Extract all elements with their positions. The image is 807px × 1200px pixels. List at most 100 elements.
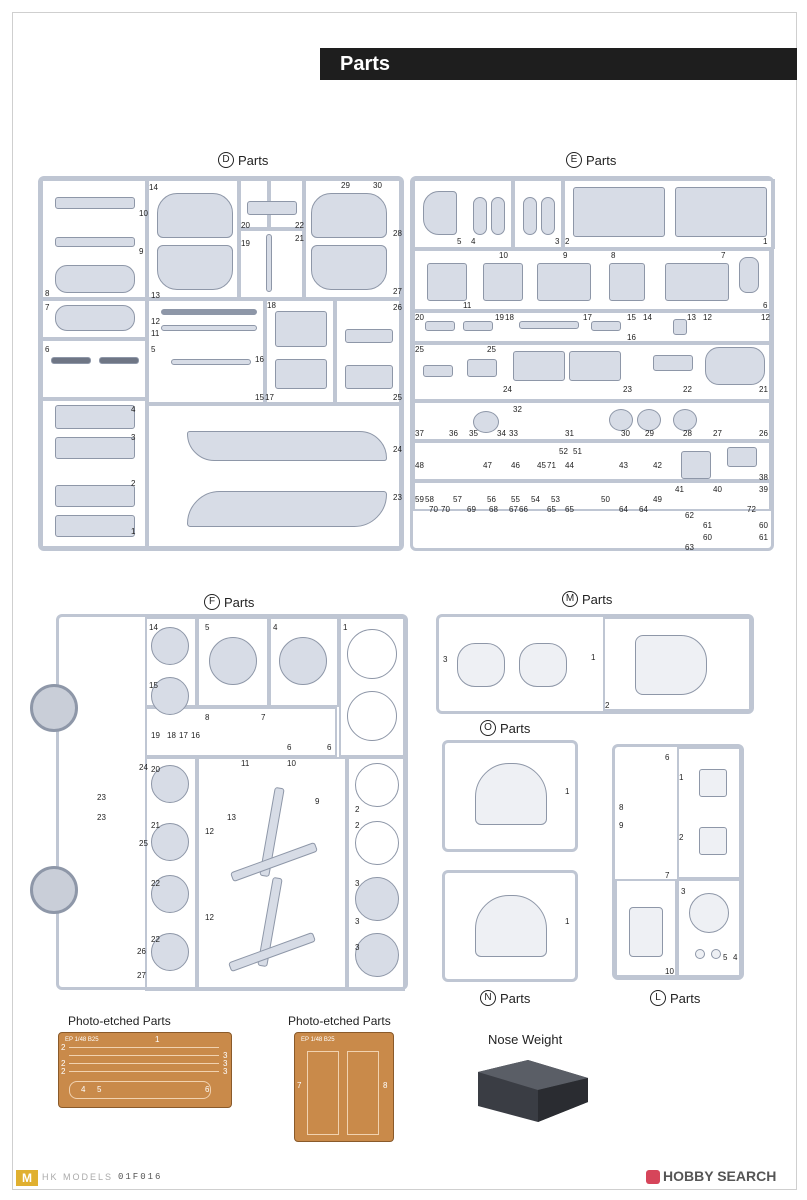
engine-cylinder-part: [151, 875, 189, 913]
part-number-label: 68: [489, 505, 498, 514]
part-number-label: 4: [733, 953, 738, 962]
tail-fin-part: [157, 245, 233, 290]
part-number-label: 9: [563, 251, 568, 260]
part-number-label: 27: [137, 971, 146, 980]
part-number-label: 25: [415, 345, 424, 354]
sprue-cell: [147, 299, 265, 404]
section-letter: D: [218, 152, 234, 168]
small-part: [467, 359, 497, 377]
section-text: Parts: [500, 990, 531, 1006]
part-number-label: 2: [355, 805, 360, 814]
sprue-cell: [269, 617, 339, 707]
section-letter: E: [566, 152, 582, 168]
clear-dome-part: [475, 895, 547, 957]
section-text: Parts: [670, 990, 701, 1006]
part-number-label: 3: [355, 943, 360, 952]
exhaust-part: [473, 197, 487, 235]
part-number-label: 12: [205, 827, 214, 836]
clear-turret-part: [689, 893, 729, 933]
sprue-cell: [347, 757, 405, 991]
part-number-label: 8: [611, 251, 616, 260]
nose-weight-side: [538, 1078, 588, 1122]
part-number-label: 1: [565, 917, 570, 926]
tail-fin-part: [311, 245, 387, 290]
part-number-label: 14: [643, 313, 652, 322]
part-number-label: 20: [241, 221, 250, 230]
exhaust-part: [523, 197, 537, 235]
panel-part: [665, 263, 729, 301]
part-number-label: 5: [457, 237, 462, 246]
section-text: Parts: [500, 720, 531, 736]
part-number-label: 64: [619, 505, 628, 514]
sprue-cell: [41, 339, 147, 399]
part-number-label: 61: [759, 533, 768, 542]
part-number-label: 13: [151, 291, 160, 300]
canopy-part: [635, 635, 707, 695]
sprue-cell: [413, 481, 771, 511]
part-number-label: 54: [531, 495, 540, 504]
part-number-label: 26: [759, 429, 768, 438]
part-number-label: 17: [583, 313, 592, 322]
part-number-label: 6: [665, 753, 670, 762]
part-number-label: 50: [601, 495, 610, 504]
rod-part: [171, 359, 251, 365]
part-number-label: 2: [61, 1059, 66, 1068]
part-number-label: 8: [205, 713, 210, 722]
part-number-label: 30: [621, 429, 630, 438]
sprue-cell: [615, 879, 677, 977]
panel-part: [727, 447, 757, 467]
part-number-label: 67: [509, 505, 518, 514]
part-number-label: 22: [683, 385, 692, 394]
wheel-part: [151, 765, 189, 803]
part-number-label: 2: [131, 479, 136, 488]
part-number-label: 27: [713, 429, 722, 438]
nacelle-part: [55, 515, 135, 537]
part-number-label: 8: [619, 803, 624, 812]
etched-strip: [69, 1047, 219, 1048]
part-number-label: 25: [139, 839, 148, 848]
round-part: [673, 409, 697, 431]
spinner-ring-part: [347, 629, 397, 679]
photo-etched-label-2: Photo-etched Parts: [288, 1014, 391, 1028]
part-number-label: 25: [487, 345, 496, 354]
part-number-label: 10: [665, 967, 674, 976]
part-number-label: 24: [393, 445, 402, 454]
engine-cylinder-part: [151, 933, 189, 971]
part-number-label: 1: [763, 237, 768, 246]
sprue-cell: [563, 179, 775, 249]
clear-panel-part: [699, 769, 727, 797]
watermark-text: HOBBY SEARCH: [663, 1168, 777, 1184]
clear-lens-part: [711, 949, 721, 959]
part-number-label: 17: [265, 393, 274, 402]
part-number-label: 59: [415, 495, 424, 504]
etched-panel: [347, 1051, 379, 1135]
part-number-label: 7: [297, 1081, 302, 1090]
engine-cylinder-part: [355, 933, 399, 977]
part-number-label: 16: [627, 333, 636, 342]
rod-part: [161, 309, 257, 315]
part-number-label: 6: [763, 301, 768, 310]
part-number-label: 23: [623, 385, 632, 394]
part-number-label: 72: [747, 505, 756, 514]
cowling-part: [55, 305, 135, 331]
cowling-part: [55, 265, 135, 293]
panel-part: [537, 263, 591, 301]
part-number-label: 3: [355, 917, 360, 926]
sprue-cell: [413, 179, 513, 249]
panel-part: [513, 351, 565, 381]
watermark: HOBBY SEARCH: [646, 1168, 777, 1185]
bulkhead-part: [483, 263, 523, 301]
exhaust-part: [541, 197, 555, 235]
part-number-label: 70: [441, 505, 450, 514]
wheel-part: [151, 677, 189, 715]
sprue-cell: [413, 343, 771, 401]
part-number-label: 30: [373, 181, 382, 190]
strut-part: [266, 234, 272, 292]
part-number-label: 21: [295, 234, 304, 243]
part-number-label: 56: [487, 495, 496, 504]
part-number-label: 12: [761, 313, 770, 322]
part-number-label: 6: [287, 743, 292, 752]
part-number-label: 8: [45, 289, 50, 298]
